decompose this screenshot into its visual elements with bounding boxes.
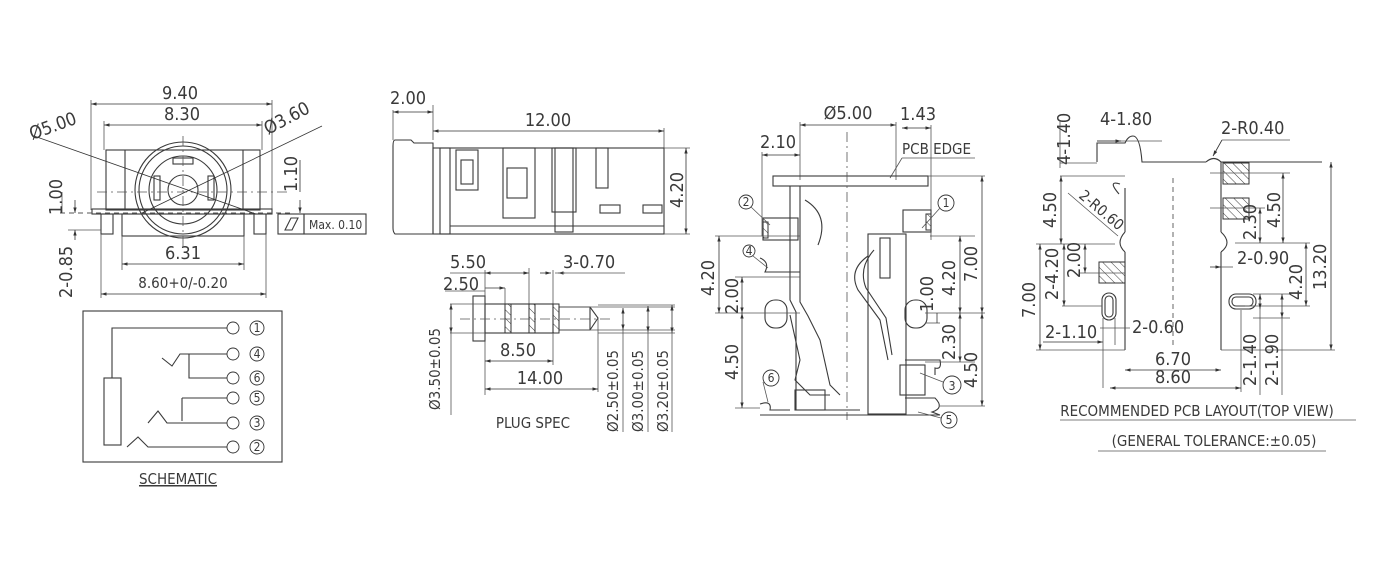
dim-dia-ring2: Ø3.20±0.05 [654, 350, 672, 432]
dim-plug-total: 14.00 [517, 368, 563, 389]
dim-pcb-right-420: 4.20 [1286, 264, 1307, 300]
dim-slot-h1: 2-1.40 [1240, 334, 1261, 386]
dim-length: 12.00 [525, 110, 571, 131]
dim-pin-span: 6.31 [165, 243, 201, 264]
dim-top-left-420: 4.20 [698, 260, 719, 296]
flatness-value: Max. 0.10 [309, 218, 362, 232]
dim-pin-offset: 2-0.85 [56, 246, 77, 298]
dim-top-right-420: 4.20 [939, 260, 960, 296]
dim-notch-h: 4-1.40 [1054, 113, 1075, 165]
dim-slot-h2: 2-1.90 [1262, 334, 1283, 386]
schematic-pin-label: 4 [254, 347, 261, 361]
dim-pcb-outer: 8.60 [1155, 367, 1191, 388]
dim-notch-w: 4-1.80 [1100, 109, 1152, 130]
schematic: 1 4 6 5 3 2 SCHEMATIC [82, 310, 283, 488]
dim-pcb-right-230: 2.30 [1240, 204, 1261, 240]
dim-width-body: 8.30 [164, 104, 200, 125]
dim-dia-tip: Ø2.50±0.05 [604, 350, 622, 432]
dim-top-left-450: 4.50 [722, 344, 743, 380]
dim-radius-left: 2-R0.60 [1075, 186, 1127, 234]
pcb-layout-subtitle: (GENERAL TOLERANCE:±0.05) [1112, 432, 1317, 450]
plug-spec-title: PLUG SPEC [496, 414, 570, 432]
dim-height-right: 1.10 [281, 156, 302, 192]
dim-pcb-right-450: 4.50 [1264, 192, 1285, 228]
dim-pcb-inner: 6.70 [1155, 349, 1191, 370]
dim-flange: 2.00 [390, 88, 426, 109]
dim-pcb-right-1320: 13.20 [1310, 244, 1331, 290]
dim-top-right-230: 2.30 [939, 324, 960, 360]
flatness-callout: Max. 0.10 [277, 213, 367, 235]
dim-plug-d3: 8.50 [500, 340, 536, 361]
dim-radius-right: 2-R0.40 [1221, 118, 1284, 139]
dim-pcb-right-090: 2-0.90 [1237, 248, 1289, 269]
dim-pcb-left-200: 2.00 [1064, 242, 1085, 278]
dim-ring-width: 3-0.70 [563, 252, 615, 273]
schematic-title: SCHEMATIC [139, 470, 217, 488]
top-pin-label: 6 [768, 371, 775, 385]
pcb-layout-title: RECOMMENDED PCB LAYOUT(TOP VIEW) [1060, 402, 1334, 420]
schematic-pin-label: 3 [254, 416, 261, 430]
dim-height: 4.20 [667, 172, 688, 208]
dim-dia-outer: Ø5.00 [27, 108, 80, 144]
top-pin-label: 1 [943, 196, 950, 210]
schematic-pin-label: 5 [254, 391, 261, 405]
side-view: 2.00 12.00 4.20 [390, 88, 690, 235]
dim-left-offset: 2.10 [760, 132, 796, 153]
dim-pcb-left-420: 2-4.20 [1042, 248, 1063, 300]
top-pin-label: 3 [949, 379, 956, 393]
dim-pcb-left-700: 7.00 [1019, 282, 1040, 318]
top-pin-label: 5 [946, 413, 953, 427]
dim-dia-sleeve: Ø3.50±0.05 [426, 328, 444, 410]
dim-top-dia: Ø5.00 [824, 103, 873, 124]
pcb-layout: 4-1.80 4-1.40 2-R0.60 2-R0.40 4.50 2-4.2… [1019, 109, 1356, 452]
flatness-icon [284, 217, 299, 231]
dim-width-overall: 9.40 [162, 83, 198, 104]
dim-plug-d1: 5.50 [450, 252, 486, 273]
schematic-pin-label: 1 [254, 321, 261, 335]
schematic-pin-label: 6 [254, 371, 261, 385]
dim-dia-ring1: Ø3.00±0.05 [629, 350, 647, 432]
dim-top-left-200: 2.00 [722, 278, 743, 314]
schematic-pin-label: 2 [254, 440, 261, 454]
dim-top-right-700: 7.00 [961, 246, 982, 282]
pcb-edge-label: PCB EDGE [902, 140, 971, 158]
dim-slot-x: 2-0.60 [1132, 317, 1184, 338]
top-pin-label: 4 [746, 244, 753, 258]
front-view: 9.40 8.30 Ø5.00 Ø3.60 1.10 [27, 83, 367, 298]
dim-pcb-left-450: 4.50 [1040, 192, 1061, 228]
dim-slot-w: 2-1.10 [1045, 322, 1097, 343]
dim-base-width: 8.60+0/-0.20 [138, 274, 227, 292]
dim-top-right-100: 1.00 [917, 276, 938, 312]
plug-spec: 5.50 2.50 3-0.70 Ø3.50±0.05 8.50 [426, 252, 675, 432]
top-view: Ø5.00 1.43 2.10 PCB EDGE [698, 103, 985, 429]
top-pin-label: 2 [743, 195, 750, 209]
dim-height-offset: 1.00 [46, 179, 67, 215]
dim-plug-d2: 2.50 [443, 274, 479, 295]
dim-top-right-450: 4.50 [961, 352, 982, 388]
dim-edge-offset: 1.43 [900, 104, 936, 125]
